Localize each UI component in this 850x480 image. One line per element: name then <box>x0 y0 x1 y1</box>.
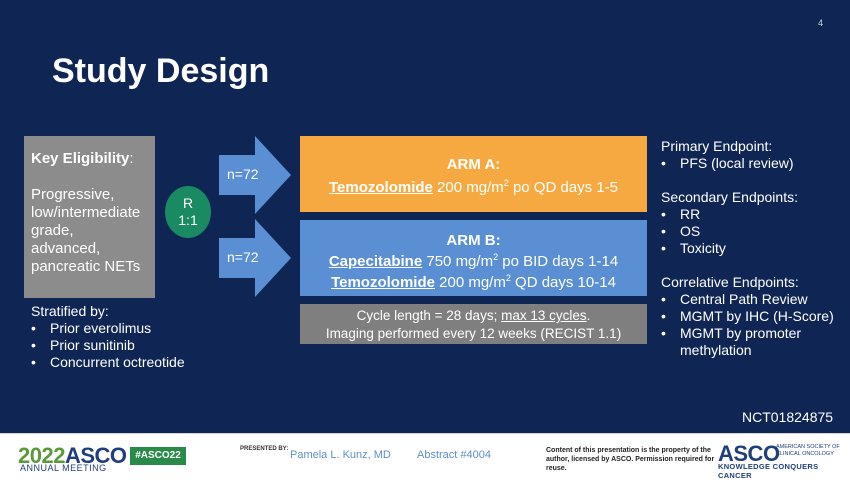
cycle-line-1: Cycle length = 28 days; max 13 cycles. <box>300 307 647 325</box>
arm-b-dose-2: 200 mg/m <box>434 274 506 291</box>
primary-endpoint-list: PFS (local review) <box>661 155 846 172</box>
secondary-endpoint-heading: Secondary Endpoints: <box>661 189 798 205</box>
meeting-logo: 2022ASCO <box>18 443 127 469</box>
cycle-period: . <box>586 308 591 323</box>
slide-title: Study Design <box>52 52 270 90</box>
list-item: Central Path Review <box>661 291 846 308</box>
arm-b-sup-2: 2 <box>505 273 511 283</box>
list-item: Prior everolimus <box>31 320 185 337</box>
arm-a-schedule: po QD days 1-5 <box>508 179 618 196</box>
eligibility-heading-line: Key Eligibility: <box>31 150 155 168</box>
cycle-line-2: Imaging performed every 12 weeks (RECIST… <box>325 326 622 341</box>
randomization-ratio: 1:1 <box>178 212 198 228</box>
trial-id: NCT01824875 <box>742 409 834 425</box>
eligibility-line: pancreatic NETs <box>31 258 141 275</box>
arm-b-schedule-2: QD days 10-14 <box>510 274 616 291</box>
arm-a-box: ARM A: Temozolomide 200 mg/m2 po QD days… <box>300 136 647 212</box>
list-item: Concurrent octreotide <box>31 354 185 371</box>
arm-b-sup-1: 2 <box>493 252 499 262</box>
rights-notice: Content of this presentation is the prop… <box>546 447 715 472</box>
cycle-max: max 13 cycles <box>501 308 587 323</box>
cycle-length: Cycle length = 28 days; <box>356 308 502 323</box>
eligibility-heading: Key Eligibility <box>31 150 130 167</box>
arm-b-dose-1: 750 mg/m <box>422 253 494 270</box>
eligibility-box: Key Eligibility: Progressive, low/interm… <box>24 136 155 298</box>
annual-meeting-label: ANNUAL MEETING <box>20 463 107 473</box>
meeting-asco: ASCO <box>64 443 127 468</box>
arm-a-sup: 2 <box>503 178 509 188</box>
society-name: AMERICAN SOCIETY OF CLINICAL ONCOLOGY <box>776 444 840 457</box>
randomization-r: R <box>182 195 194 211</box>
arm-a-arrow: n=72 <box>219 136 291 214</box>
arm-b-schedule-1: po BID days 1-14 <box>498 253 619 270</box>
arm-a-drug: Temozolomide <box>328 179 433 196</box>
eligibility-line: grade, <box>31 222 74 239</box>
list-item: MGMT by promoter methylation <box>661 325 846 359</box>
eligibility-colon: : <box>129 150 134 167</box>
list-item: RR <box>661 206 846 223</box>
arm-b-regimen-1: Capecitabine 750 mg/m2 po BID days 1-14 <box>300 249 647 270</box>
stratified-heading: Stratified by: <box>31 303 109 319</box>
eligibility-line: low/intermediate <box>31 204 141 221</box>
presenter-name: Pamela L. Kunz, MD <box>290 449 391 461</box>
asco-logo: ASCO <box>718 441 780 466</box>
hashtag-badge: #ASCO22 <box>130 447 186 465</box>
arm-b-title: ARM B: <box>446 232 501 249</box>
list-item: PFS (local review) <box>661 155 846 172</box>
arm-b-regimen-2: Temozolomide 200 mg/m2 QD days 10-14 <box>300 270 647 291</box>
arm-b-drug-2: Temozolomide <box>331 274 435 291</box>
page-number: 4 <box>818 18 824 28</box>
eligibility-line: Progressive, <box>31 186 115 203</box>
list-item: Prior sunitinib <box>31 337 185 354</box>
arm-b-arrow: n=72 <box>219 219 291 297</box>
arrow-a-shape <box>219 136 291 214</box>
arm-b-box: ARM B: Capecitabine 750 mg/m2 po BID day… <box>300 220 647 296</box>
eligibility-line: advanced, <box>31 240 101 257</box>
stratified-list: Prior everolimus Prior sunitinib Concurr… <box>31 320 185 371</box>
arm-b-n-label: n=72 <box>227 249 259 265</box>
arm-a-dose: 200 mg/m <box>432 179 504 196</box>
arm-b-drug-1: Capecitabine <box>328 253 423 270</box>
asco-tagline: KNOWLEDGE CONQUERS CANCER <box>718 462 819 480</box>
endpoints: Primary Endpoint: PFS (local review) Sec… <box>661 138 846 359</box>
arm-a-title: ARM A: <box>446 156 501 173</box>
secondary-endpoint-list: RR OS Toxicity <box>661 206 846 257</box>
meeting-year: 2022 <box>18 443 65 468</box>
correlative-endpoint-list: Central Path Review MGMT by IHC (H-Score… <box>661 291 846 359</box>
randomization-circle: R 1:1 <box>165 186 211 238</box>
cycle-box: Cycle length = 28 days; max 13 cycles. I… <box>300 304 647 344</box>
primary-endpoint-heading: Primary Endpoint: <box>661 138 773 154</box>
presented-by-label: PRESENTED BY: <box>240 446 289 452</box>
list-item: Toxicity <box>661 240 846 257</box>
list-item: MGMT by IHC (H-Score) <box>661 308 846 325</box>
list-item: OS <box>661 223 846 240</box>
arm-a-n-label: n=72 <box>227 166 259 182</box>
stratification: Stratified by: Prior everolimus Prior su… <box>31 303 185 371</box>
correlative-endpoint-heading: Correlative Endpoints: <box>661 274 799 290</box>
arrow-b-shape <box>219 219 291 297</box>
arm-a-regimen: Temozolomide 200 mg/m2 po QD days 1-5 <box>300 174 647 197</box>
abstract-number: Abstract #4004 <box>417 449 491 461</box>
